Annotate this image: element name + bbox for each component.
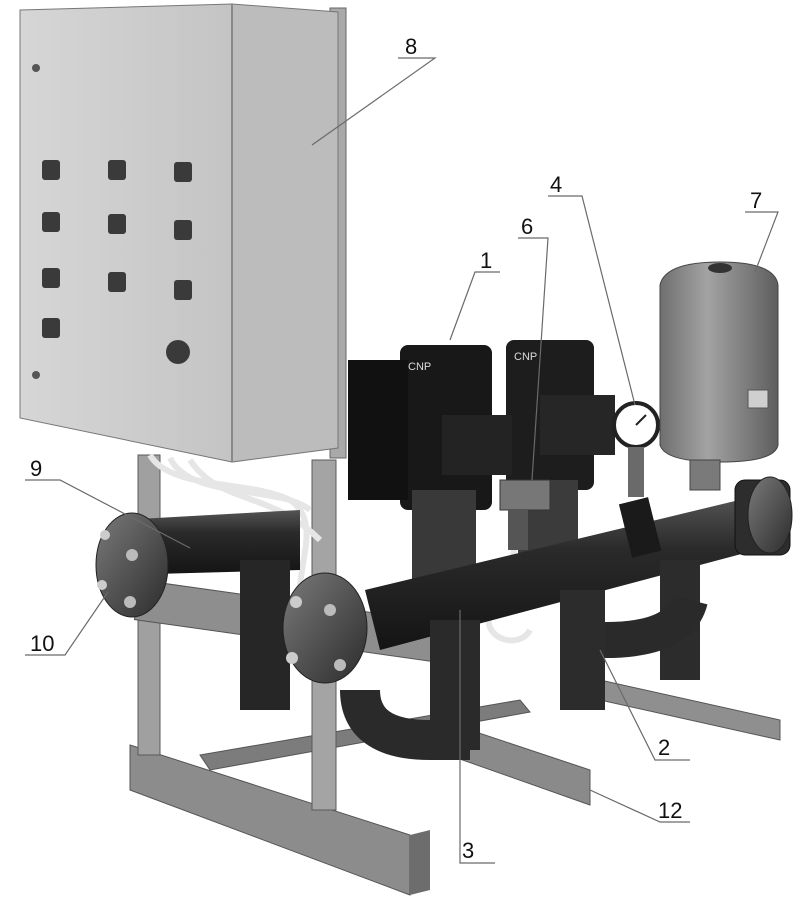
callout-6: 6 <box>521 214 533 239</box>
motor-badge-rear: CNP <box>514 351 537 363</box>
motor-badge-front: CNP <box>408 361 431 373</box>
pressure-gauge <box>612 401 660 497</box>
cabinet-indicator-lamps <box>42 160 192 364</box>
leader-10 <box>25 591 109 656</box>
pressure-switch <box>499 479 551 550</box>
expansion-tank <box>659 261 779 491</box>
control-cabinet <box>19 3 339 463</box>
leader-1 <box>449 271 500 341</box>
callout-1: 1 <box>480 248 492 273</box>
callout-2: 2 <box>658 735 670 760</box>
leader-2 <box>599 649 690 761</box>
leader-4 <box>548 195 636 406</box>
leader-9 <box>25 479 191 549</box>
callout-9: 9 <box>30 456 42 481</box>
callout-3: 3 <box>462 838 474 863</box>
callout-4: 4 <box>550 172 562 197</box>
leader-12 <box>589 789 690 823</box>
leader-lines <box>25 57 779 864</box>
pump-motor-front <box>348 345 512 580</box>
callout-12: 12 <box>658 798 682 823</box>
leader-7 <box>745 211 779 273</box>
callout-7: 7 <box>750 188 762 213</box>
leader-3 <box>459 610 495 864</box>
leader-6 <box>518 237 549 481</box>
flange-right <box>747 476 793 554</box>
callout-labels: 1 2 3 4 6 7 8 9 10 12 <box>30 34 762 863</box>
suction-manifold <box>120 510 708 760</box>
callout-8: 8 <box>405 34 417 59</box>
flange-left <box>95 512 169 618</box>
leader-8 <box>311 57 437 146</box>
callout-10: 10 <box>30 631 54 656</box>
flange-front <box>282 572 368 684</box>
